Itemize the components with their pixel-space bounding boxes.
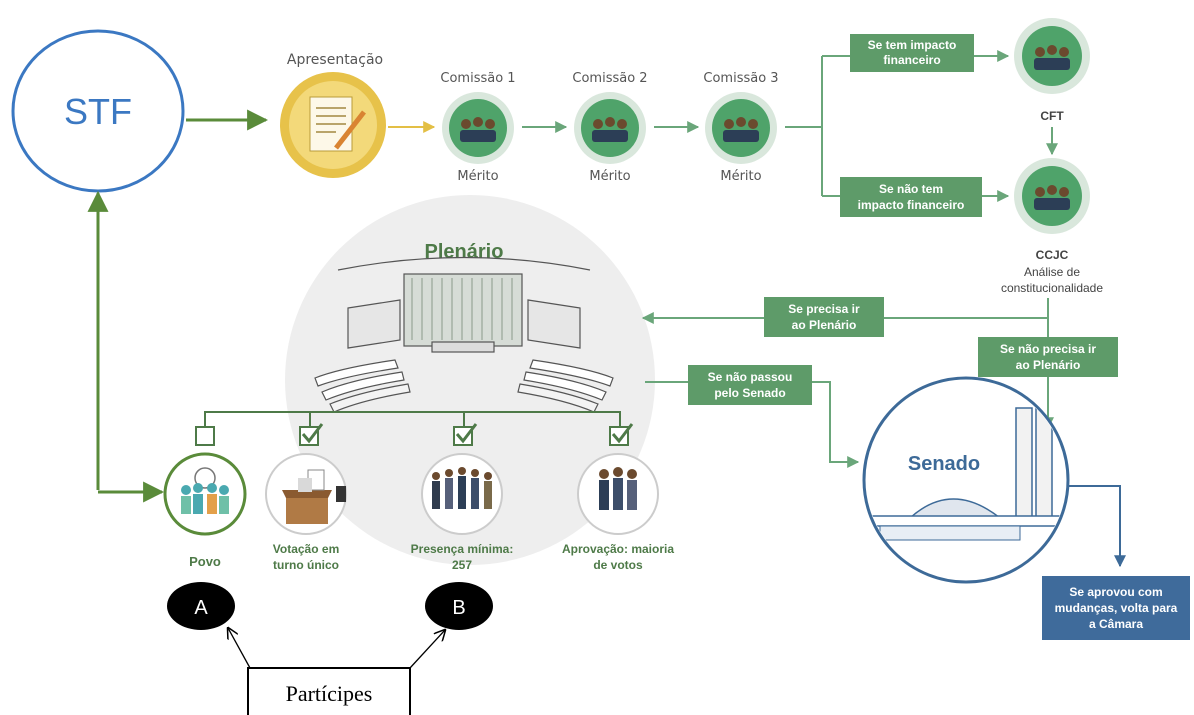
svg-text:Se não tem: Se não tem [879,182,943,196]
ccjc-icon [1014,158,1090,234]
stf-label: STF [64,91,132,132]
impacto-sim-box: Se tem impacto financeiro [850,34,974,72]
svg-text:B: B [452,597,465,619]
participes-box: Partícipes [247,667,411,715]
participes-to-a-arrow [228,628,251,669]
svg-text:Se não precisa ir: Se não precisa ir [1000,342,1096,356]
aprovacao-label-line2: de votos [593,558,643,572]
precisa-plenario-box: Se precisa ir ao Plenário [764,297,884,337]
svg-text:pelo Senado: pelo Senado [714,386,785,400]
votacao-check-icon [299,423,324,446]
svg-text:impacto financeiro: impacto financeiro [858,198,965,212]
svg-text:financeiro: financeiro [883,53,940,67]
comissao-3-title: Comissão 3 [703,71,778,86]
aprovou-mudancas-box: Se aprovou com mudanças, volta para a Câ… [1042,576,1190,640]
comissao-1-icon [442,92,514,164]
povo-icon [163,452,247,536]
comissao-2-title: Comissão 2 [572,71,647,86]
presenca-label-line2: 257 [452,558,472,572]
nao-passou-senado-box: Se não passou pelo Senado [688,365,812,405]
comissao-2-subtitle: Mérito [589,169,630,184]
svg-text:Se não passou: Se não passou [708,370,793,384]
comissao-1-subtitle: Mérito [457,169,498,184]
aprovacao-icon [577,453,659,535]
cft-icon [1014,18,1090,94]
comissao-2-icon [574,92,646,164]
svg-text:A: A [194,597,208,619]
comissao-1-title: Comissão 1 [440,71,515,86]
senado-to-mudancas-arrow [1068,485,1126,568]
votacao-icon [265,453,347,535]
presenca-check-icon [453,423,478,446]
impacto-nao-box: Se não tem impacto financeiro [840,177,982,217]
senado-label: Senado [908,453,980,475]
aprovacao-label-line1: Aprovação: maioria [562,542,674,556]
ccjc-desc-line2: constitucionalidade [1001,281,1103,295]
comissao-3-icon [705,92,777,164]
svg-text:Se aprovou com: Se aprovou com [1069,585,1162,599]
plenario-background [285,195,655,565]
ccjc-label: CCJC [1036,248,1069,262]
badge-a: A [167,582,235,630]
participes-label: Partícipes [286,681,373,706]
svg-text:ao Plenário: ao Plenário [1016,358,1081,372]
apresentacao-icon [280,72,386,178]
participes-to-b-arrow [409,630,445,669]
stf-node[interactable]: STF [11,29,185,193]
svg-text:ao Plenário: ao Plenário [792,318,857,332]
badge-b: B [425,582,493,630]
impacto-branch [785,56,823,196]
presenca-label-line1: Presença mínima: [411,542,514,556]
svg-text:Se precisa ir: Se precisa ir [788,302,860,316]
svg-text:a Câmara: a Câmara [1089,617,1143,631]
presenca-icon [421,453,503,535]
votacao-label-line2: turno único [273,558,339,572]
votacao-label-line1: Votação em [273,542,339,556]
plenario-options-bracket [204,411,621,426]
povo-label: Povo [189,554,221,569]
comissao-3-subtitle: Mérito [720,169,761,184]
ccjc-desc-line1: Análise de [1024,265,1080,279]
cft-label: CFT [1040,109,1064,123]
aprovacao-check-icon [609,423,634,446]
nao-precisa-plenario-box: Se não precisa ir ao Plenário [978,337,1118,377]
senado-node: Senado [862,376,1070,584]
plenario-illustration [314,256,614,413]
svg-text:Se tem impacto: Se tem impacto [868,38,957,52]
povo-checkbox [195,426,215,446]
apresentacao-label: Apresentação [287,52,383,68]
svg-text:mudanças, volta para: mudanças, volta para [1055,601,1178,615]
plenario-title: Plenário [425,241,504,263]
